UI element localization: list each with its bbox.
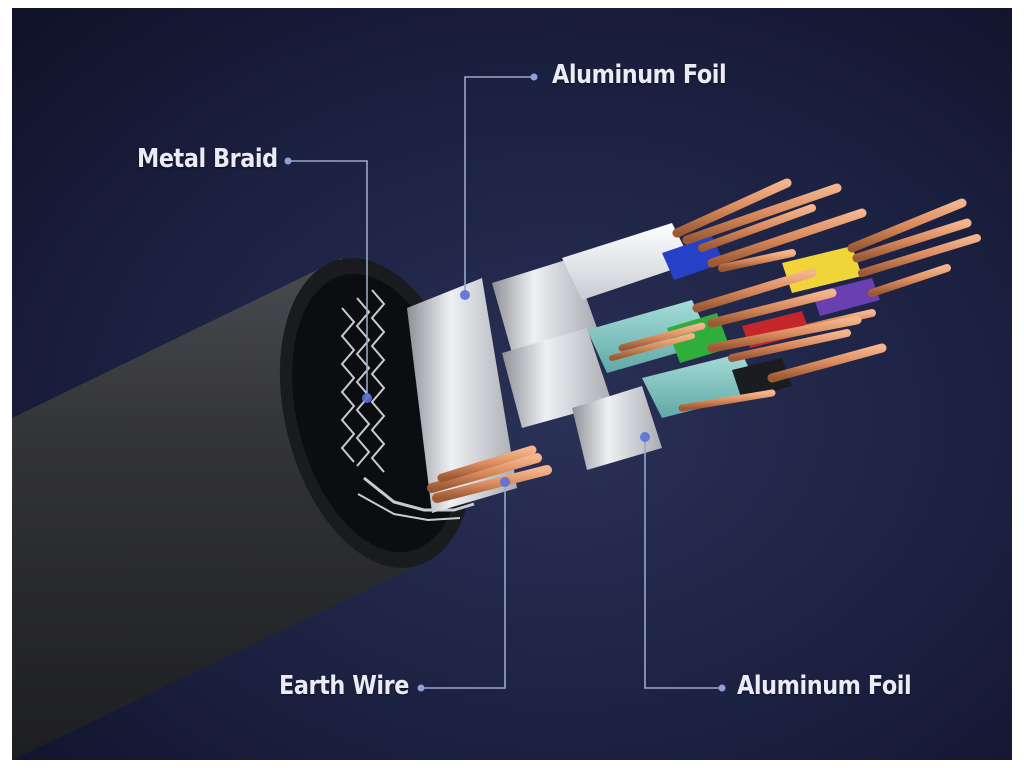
metal-braid <box>340 289 475 522</box>
label-aluminum-foil-top: Aluminum Foil <box>552 60 727 90</box>
earth-wire <box>427 445 552 503</box>
leader-metal-braid <box>288 160 368 398</box>
label-earth-wire: Earth Wire <box>279 671 410 701</box>
leader-lines <box>288 76 722 689</box>
leader-dots <box>284 73 726 692</box>
leader-earth-wire <box>421 482 506 689</box>
label-aluminum-foil-bottom: Aluminum Foil <box>737 671 912 701</box>
leader-aluminum-foil-bottom <box>644 437 722 689</box>
shielded-pair-bottom <box>572 353 792 470</box>
outer-aluminum-foil <box>407 278 517 513</box>
copper-strands <box>609 178 981 412</box>
cable-diagram: Aluminum Foil Metal Braid Earth Wire Alu… <box>12 8 1012 760</box>
cable-illustration <box>12 8 1012 760</box>
leader-aluminum-foil-top <box>464 76 534 295</box>
label-metal-braid: Metal Braid <box>137 144 278 174</box>
